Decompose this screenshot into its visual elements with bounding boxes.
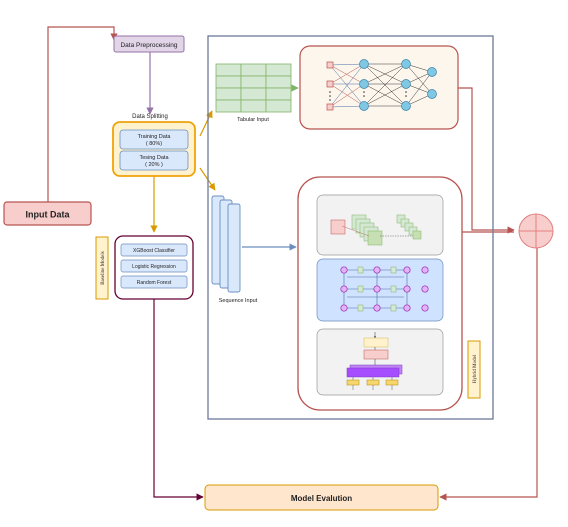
transformer-illustration [346, 332, 403, 390]
data-splitting-label: Data Splitting [132, 114, 168, 120]
fusion-combiner-node [518, 213, 554, 249]
training-data-box [119, 129, 189, 150]
cnn-panel [316, 194, 444, 256]
tabular-input-grid [215, 63, 292, 113]
model-framework-container [207, 35, 494, 420]
testing-data-percent: ( 20% ) [145, 162, 163, 168]
ann-connections [329, 63, 433, 108]
baseline-model-random-forest [120, 275, 188, 289]
baseline-model-xgboost [120, 243, 188, 257]
data-preprocessing-node: Data Preprocessing [113, 35, 185, 53]
testing-data-label: Tesing Data [139, 155, 169, 161]
arrow-splitting-to-tabular [199, 110, 213, 137]
baseline-model-xgboost-label: XGBoost Classifier [133, 248, 175, 254]
testing-data-box [119, 150, 189, 171]
ann-model-box [299, 45, 459, 130]
training-data-percent: ( 80%) [146, 141, 162, 147]
tabular-input-label: Tabular Input [237, 117, 269, 123]
model-evaluation-label: Model Evalution [291, 494, 352, 503]
training-data-label: Training Data [138, 134, 172, 140]
data-splitting-node: Training Data ( 80%) Tesing Data ( 20% ) [112, 121, 196, 177]
arrow-baseline-to-evaluation [153, 299, 204, 501]
ann-ellipsis [329, 91, 407, 101]
ann-input-nodes [326, 61, 334, 111]
hybrid-model-label: Hybrid Model [473, 354, 478, 383]
model-evaluation-node: Model Evalution [204, 484, 439, 511]
cnn-illustration [330, 214, 422, 246]
input-data-label: Input Data [26, 210, 71, 220]
sequence-input-label: Sequence Input [219, 298, 258, 304]
baseline-models-tag: Baseline Models [95, 236, 109, 300]
arrow-ann-to-combiner [458, 87, 515, 234]
data-preprocessing-label: Data Preprocessing [120, 42, 177, 49]
input-data-node: Input Data [3, 201, 92, 226]
sequence-input-stack [211, 195, 241, 293]
ann-hidden-nodes [359, 59, 437, 111]
baseline-models-label: Baseline Models [101, 251, 106, 285]
lstm-illustration [340, 266, 429, 312]
baseline-model-logistic-label: Logistic Regression [132, 264, 176, 270]
baseline-model-logistic [120, 259, 188, 273]
arrow-combiner-to-evaluation [439, 248, 538, 501]
hybrid-model-box [297, 176, 463, 411]
transformer-panel [316, 328, 444, 396]
baseline-model-random-forest-label: Random Forest [137, 280, 172, 286]
arrow-input-to-preprocessing [47, 26, 118, 202]
baseline-models-node: XGBoost Classifier Logistic Regression R… [114, 235, 194, 300]
hybrid-model-tag: Hybrid Model [467, 340, 481, 399]
